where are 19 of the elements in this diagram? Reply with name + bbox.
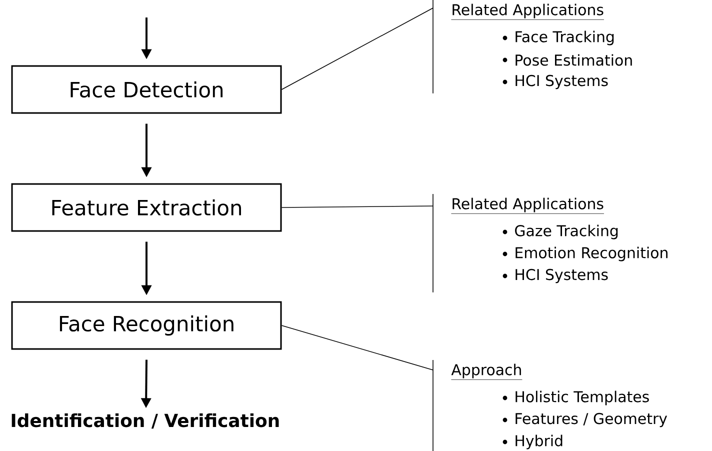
process-box: Face Recognition	[11, 301, 282, 350]
list-item: Face Tracking	[502, 30, 614, 46]
panel-heading: Approach	[451, 364, 522, 380]
list-item: Emotion Recognition	[502, 246, 668, 262]
result-label: Identification / Verification	[12, 413, 279, 429]
list-item: Hybrid	[502, 434, 562, 450]
panel-heading: Related Applications	[451, 4, 604, 20]
leader-line	[281, 206, 434, 208]
list-item: Pose Estimation	[502, 54, 632, 66]
list-item: Features / Geometry	[502, 412, 668, 428]
list-item: HCI Systems	[502, 268, 608, 284]
list-item: Gaze Tracking	[502, 224, 618, 240]
leader-line	[281, 8, 434, 90]
leader-line	[281, 325, 434, 370]
list-item: HCI Systems	[502, 74, 608, 90]
process-box: Face Detection	[11, 65, 282, 114]
list-item: Holistic Templates	[502, 390, 649, 406]
panel-heading: Related Applications	[451, 198, 604, 214]
process-box: Feature Extraction	[11, 183, 282, 232]
